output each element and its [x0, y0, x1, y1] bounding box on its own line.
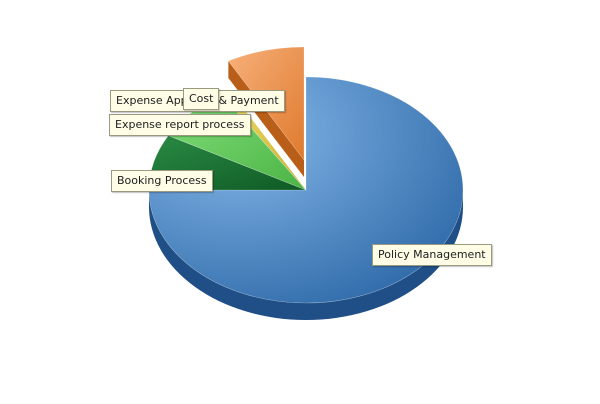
pie-slice-label: Cost	[183, 88, 220, 110]
pie-slice-label: Booking Process	[111, 170, 213, 192]
pie-slice-label: Expense report process	[109, 114, 251, 136]
pie-slice-side	[228, 60, 305, 178]
pie-slice-label: Policy Management	[372, 244, 492, 266]
